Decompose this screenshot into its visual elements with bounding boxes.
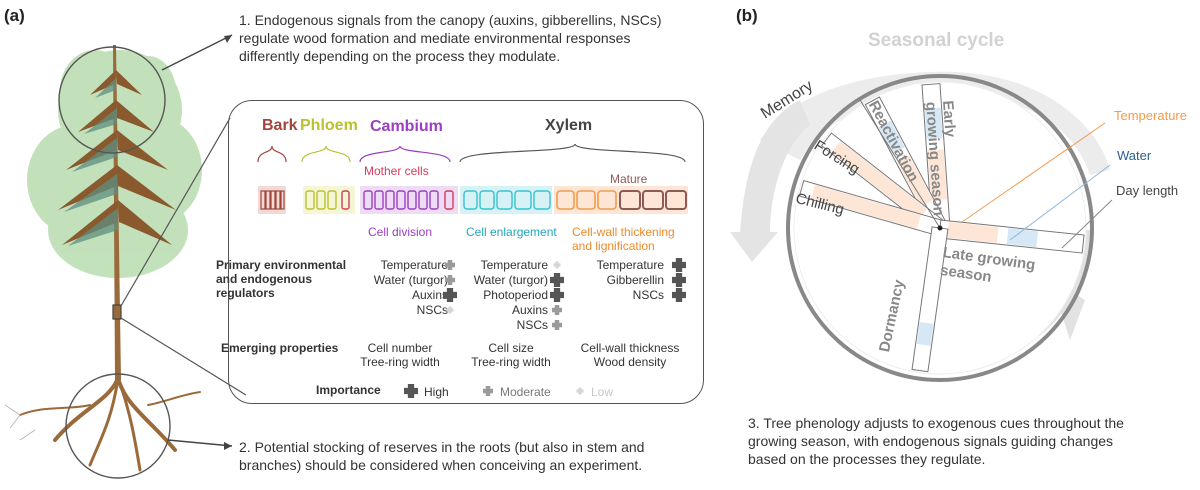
- importance-high-mark: [672, 258, 686, 272]
- legend-high-label: High: [424, 385, 449, 399]
- emerging-division: Cell number Tree-ring width: [360, 341, 440, 369]
- seasonal-cycle-title: Seasonal cycle: [868, 30, 1005, 51]
- importance-high-mark: [672, 273, 686, 287]
- stage-division-label: Cell division: [368, 225, 433, 239]
- wood-formation-box: [228, 100, 704, 404]
- tissue-xylem-label: Xylem: [545, 117, 593, 134]
- panel-b-label: (b): [736, 6, 758, 25]
- regulator-name: Temperature: [380, 258, 448, 272]
- regulators-division: Temperature Water (turgor) Auxins NSCs: [360, 258, 460, 318]
- importance-heading: Importance: [316, 383, 381, 397]
- regulator-name: Water (turgor): [373, 273, 448, 287]
- regulator-name: Auxins: [411, 288, 448, 302]
- importance-low-mark: [446, 306, 454, 314]
- note-canopy-signals: 1. Endogenous signals from the canopy (a…: [239, 12, 662, 64]
- importance-high-mark: [672, 288, 686, 302]
- legend-low-mark: [576, 387, 584, 395]
- regulators-thickening: Temperature Gibberellin NSCs: [580, 258, 680, 303]
- panel-a-label: (a): [4, 6, 25, 25]
- tissue-cambium-label: Cambium: [370, 118, 443, 135]
- mature-label: Mature: [610, 172, 648, 186]
- emerging-thickening: Cell-wall thickness Wood density: [580, 341, 680, 369]
- tissue-phloem-label: Phloem: [300, 117, 358, 134]
- legend-moderate-mark: [483, 386, 493, 396]
- note-phenology: 3. Tree phenology adjusts to exogenous c…: [748, 415, 1124, 467]
- tissue-bark-label: Bark: [262, 117, 298, 134]
- importance-high-mark: [443, 288, 457, 302]
- importance-low-mark: [553, 261, 561, 269]
- cells: [260, 190, 687, 210]
- regulator-name: NSCs: [516, 318, 548, 332]
- note-root-reserves: 2. Potential stocking of reserves in the…: [239, 439, 645, 473]
- stage-enlargement-label: Cell enlargement: [466, 225, 557, 239]
- mother-cells-label: Mother cells: [364, 164, 429, 178]
- regulator-name: Temperature: [480, 258, 548, 272]
- regulator-name: Auxins: [511, 303, 548, 317]
- regulator-name: NSCs: [632, 288, 664, 302]
- regulators-enlargement: Temperature Water (turgor) Photoperiod A…: [460, 258, 560, 333]
- legend-day-length: Day length: [1116, 183, 1179, 198]
- legend-temperature: Temperature: [1114, 108, 1187, 123]
- regulator-name: NSCs: [416, 303, 448, 317]
- legend-water: Water: [1117, 148, 1152, 163]
- importance-moderate-mark: [445, 260, 455, 270]
- regulator-name: Gibberellin: [606, 273, 664, 287]
- stage-thickening-label-1: Cell-wall thickening: [572, 225, 675, 239]
- legend-high-mark: [404, 384, 418, 398]
- regulators-heading: Primary environmental and endogenous reg…: [216, 258, 347, 300]
- importance-moderate-mark: [552, 320, 562, 330]
- stage-thickening-label-2: and lignification: [572, 239, 655, 253]
- regulator-name: Water (turgor): [473, 273, 548, 287]
- emerging-heading: Emerging properties: [221, 341, 339, 355]
- importance-high-mark: [550, 288, 564, 302]
- legend-low-label: Low: [591, 385, 614, 399]
- regulator-name: Temperature: [596, 258, 664, 272]
- legend-moderate-label: Moderate: [500, 385, 551, 399]
- regulator-name: Photoperiod: [483, 288, 548, 302]
- importance-moderate-mark: [552, 305, 562, 315]
- tissue-braces: [257, 143, 686, 163]
- importance-high-mark: [550, 273, 564, 287]
- importance-moderate-mark: [445, 275, 455, 285]
- seasonal-cycle-diagram: [730, 71, 1113, 382]
- emerging-enlargement: Cell size Tree-ring width: [471, 341, 551, 369]
- tree-illustration: [4, 34, 247, 479]
